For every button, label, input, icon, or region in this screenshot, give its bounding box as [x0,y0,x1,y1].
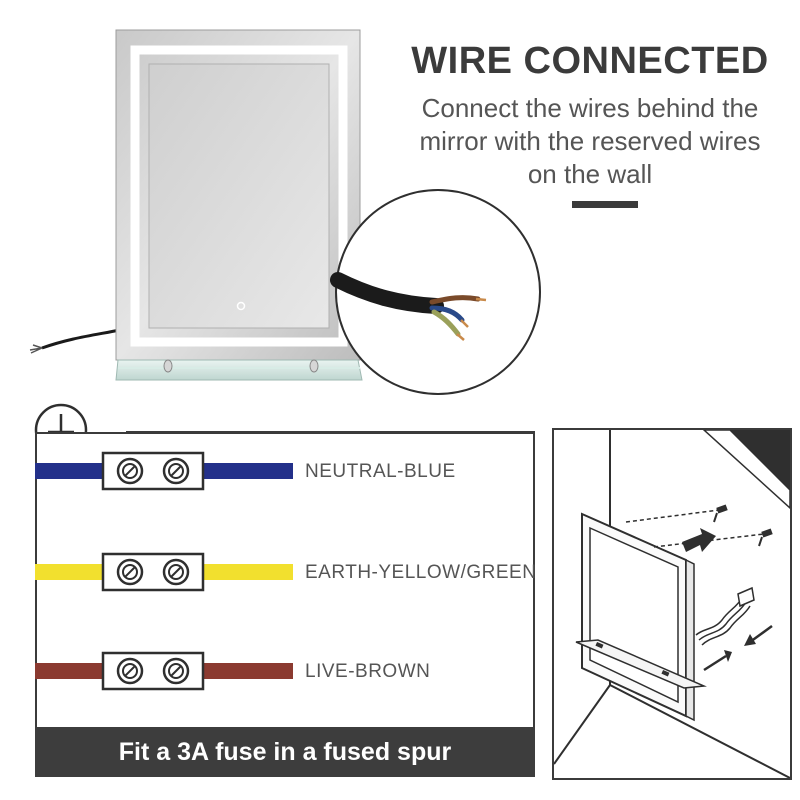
screw-terminal-icon [116,457,144,485]
fuse-instruction-banner: Fit a 3A fuse in a fused spur [35,727,535,777]
title-divider [572,201,638,208]
instruction-line: Connect the wires behind the [421,93,759,123]
black-cable [330,272,444,314]
blue-wire [429,305,465,323]
terminal-block-diagram [35,451,293,691]
installation-illustration-panel [552,428,792,780]
glass-shelf [115,359,363,381]
shelf-bracket [163,359,173,373]
arrow-icon [682,528,716,552]
glass-shelf [575,639,707,689]
wire-label-live: LIVE-BROWN [305,661,431,682]
screw-terminal-icon [162,457,190,485]
instruction-line: mirror with the reserved wires [419,126,761,156]
page-title: WIRE CONNECTED [411,40,769,82]
screw-terminal-icon [116,558,144,586]
touch-button-icon [236,301,246,311]
cable-end [29,344,43,354]
wire-label-earth: EARTH-YELLOW/GREEN [305,562,537,583]
screw-terminal-icon [162,657,190,685]
led-strip [130,45,348,347]
shelf-bracket [309,359,319,373]
screw-terminal-icon [116,657,144,685]
power-cable [41,328,121,350]
screw-icon [713,504,728,523]
mirror-glass [148,63,330,329]
instruction-text: Connect the wires behind the mirror with… [405,92,775,191]
wall-wires [695,597,743,636]
brown-wire [429,295,481,305]
earth-wire [431,309,461,337]
arrow-icon [703,650,732,672]
terminal-block [101,552,205,592]
fuse-instruction-text: Fit a 3A fuse in a fused spur [118,737,452,766]
wall-mount-illustration [554,430,790,778]
arrow-icon [744,624,773,646]
instruction-line: on the wall [527,159,653,189]
wire-label-neutral: NEUTRAL-BLUE [305,461,456,482]
mirror-illustration [29,29,541,395]
wall-box [737,586,755,608]
terminal-block [101,651,205,691]
screw-icon [758,528,773,547]
terminal-block [101,451,205,491]
wire-zoom-inset [335,189,541,395]
screw-terminal-icon [162,558,190,586]
